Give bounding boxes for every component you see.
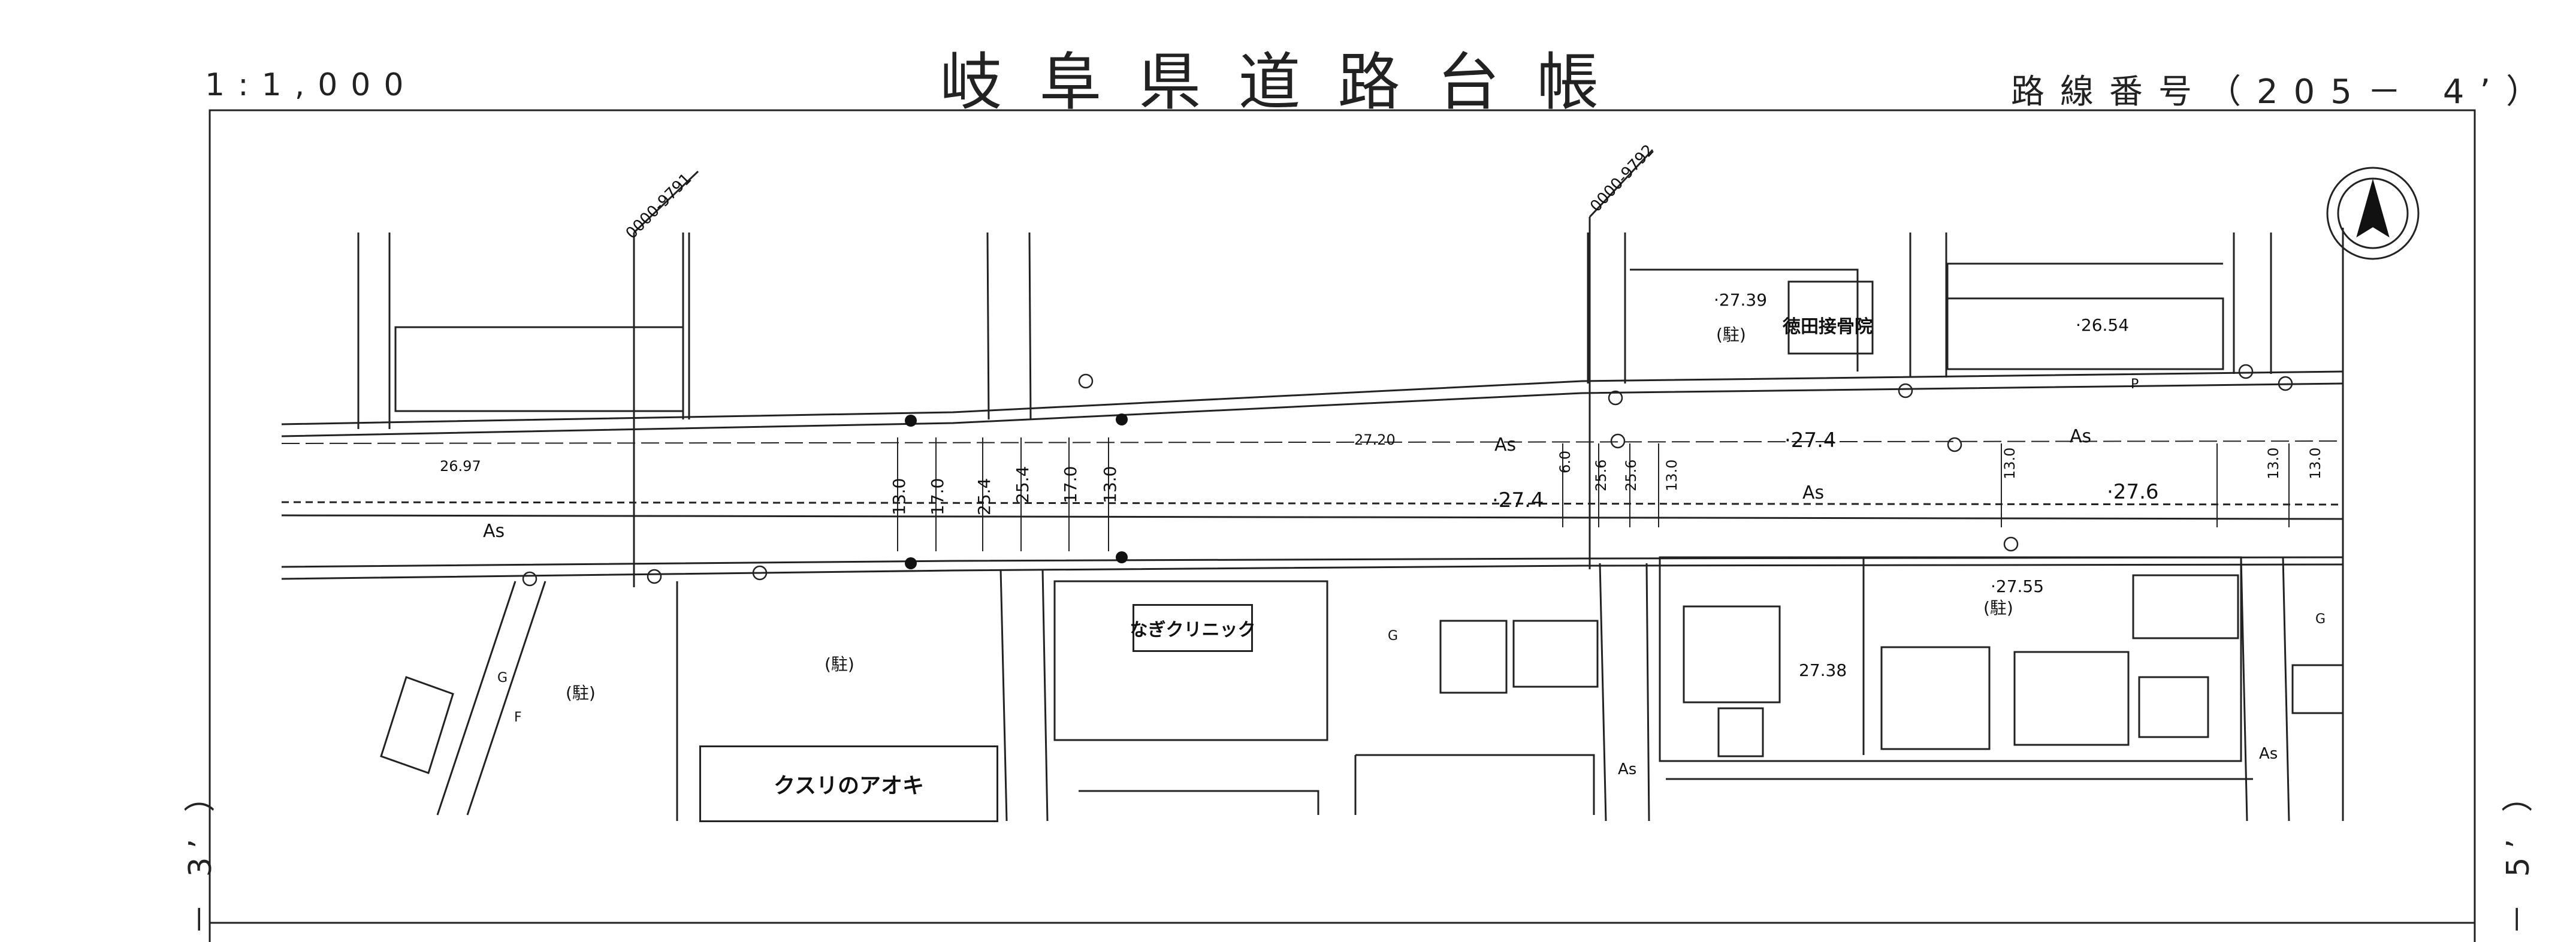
parcels-south	[1053, 556, 2344, 815]
width-label: 13.0	[2001, 448, 2018, 479]
elevation-label: 27.38	[1799, 660, 1847, 680]
surface-label: As	[1618, 760, 1636, 778]
width-label: 17.0	[1061, 466, 1080, 503]
surface-label: As	[2259, 745, 2278, 763]
map-frame	[209, 109, 2476, 942]
elevation-label: ·27.6	[2107, 480, 2159, 504]
elevation-label: ·27.4	[1784, 428, 1837, 452]
parking-label: (駐)	[825, 654, 854, 674]
surface-label: As	[1802, 482, 1824, 503]
reference-id-2: 0000-9792	[1587, 141, 1658, 216]
skewed-parking-block	[380, 676, 454, 774]
surface-label: As	[2070, 426, 2091, 447]
building-clinic: なぎクリニック	[1130, 604, 1256, 652]
map-mark: G	[1388, 629, 1398, 644]
elevation-label: ·26.54	[2076, 315, 2129, 335]
width-label: 6.0	[1557, 451, 1574, 473]
utility-markers	[905, 413, 1128, 569]
map-mark: G	[2315, 612, 2326, 627]
map-mark: G	[497, 671, 508, 686]
width-label: 13.0	[2307, 448, 2324, 479]
map-title: 岐阜県道路台帳	[940, 46, 1636, 119]
elevation-label: ·27.4	[1492, 488, 1544, 512]
parking-label: (駐)	[1716, 325, 1746, 345]
building-bonesetter: 徳田接骨院	[1783, 316, 1873, 337]
surface-label: As	[1494, 434, 1516, 455]
building-drugstore: クスリのアオキ	[699, 745, 998, 822]
width-label: 17.0	[928, 478, 947, 515]
reference-lines	[633, 149, 1654, 587]
north-arrow	[2326, 167, 2420, 260]
width-dimensions	[897, 437, 2290, 551]
width-label: 25.4	[974, 478, 994, 515]
width-label: 25.6	[1623, 460, 1639, 491]
parcels-north	[394, 262, 2224, 412]
width-label: 13.0	[889, 478, 909, 515]
width-label: 25.4	[1013, 466, 1032, 503]
side-streets	[357, 228, 2344, 822]
parking-label: (駐)	[1983, 598, 2013, 618]
width-label: 25.6	[1593, 460, 1609, 491]
elevation-label: ·27.55	[1991, 576, 2044, 596]
elevation-label: 26.97	[440, 458, 481, 475]
width-label: 13.0	[1100, 466, 1120, 503]
width-label: 13.0	[1663, 460, 1680, 491]
route-number: 路線番号（205－ 4’）	[2011, 73, 2556, 111]
north-arrow-head	[2356, 179, 2390, 238]
surface-label: As	[483, 521, 505, 542]
parking-label: (駐)	[566, 683, 596, 703]
signage-markers	[522, 364, 2293, 587]
map-mark: F	[514, 710, 522, 725]
elevation-label: ·27.39	[1714, 290, 1767, 310]
map-mark: P	[2131, 377, 2139, 392]
reference-id-1: 0000-9791	[623, 170, 695, 243]
width-label: 13.0	[2265, 448, 2282, 479]
map-scale: 1:1,000	[205, 67, 417, 103]
elevation-label: 27.20	[1354, 431, 1396, 448]
road-outline	[281, 370, 2344, 580]
